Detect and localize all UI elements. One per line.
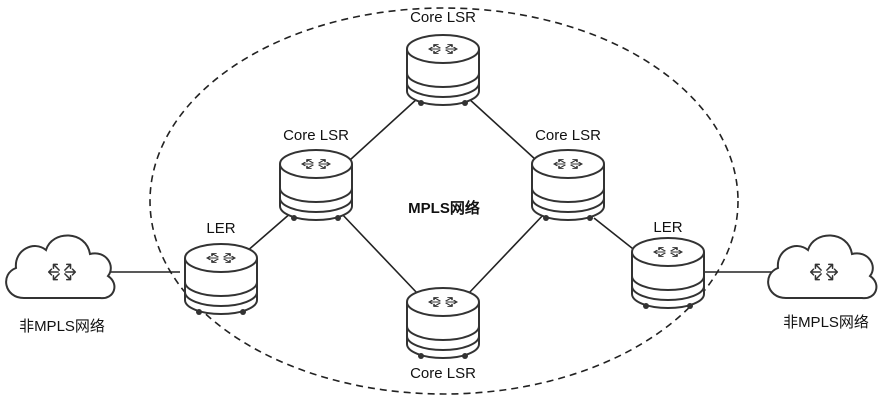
router-core-right (532, 150, 604, 221)
label-ler-left: LER (206, 220, 235, 237)
label-cloud-right: 非MPLS网络 (783, 314, 869, 331)
link-core-left-core-top (349, 97, 419, 161)
link-core-top-core-right (467, 97, 537, 161)
label-core-top: Core LSR (410, 9, 476, 26)
cloud-icon (6, 235, 114, 298)
label-core-left: Core LSR (283, 127, 349, 144)
mpls-network-label: MPLS网络 (408, 199, 480, 217)
links (104, 97, 782, 295)
router-ler-left (185, 244, 257, 315)
router-core-bottom (407, 288, 479, 359)
link-core-right-core-bottom (467, 211, 547, 295)
router-ler-right (632, 238, 704, 309)
router-icon (407, 288, 479, 359)
router-icon (532, 150, 604, 221)
router-core-top (407, 35, 479, 106)
label-core-right: Core LSR (535, 127, 601, 144)
link-ler-left-core-left (245, 211, 293, 253)
label-cloud-left: 非MPLS网络 (19, 318, 105, 335)
router-core-left (280, 150, 352, 221)
cloud-right (768, 235, 876, 298)
cloud-left (6, 235, 114, 298)
label-ler-right: LER (653, 219, 682, 236)
router-icon (632, 238, 704, 309)
label-core-bottom: Core LSR (410, 365, 476, 382)
cloud-icon (768, 235, 876, 298)
router-icon (185, 244, 257, 315)
router-icon (280, 150, 352, 221)
mpls-boundary (149, 7, 739, 395)
router-icon (407, 35, 479, 106)
link-core-left-core-bottom (339, 211, 419, 295)
